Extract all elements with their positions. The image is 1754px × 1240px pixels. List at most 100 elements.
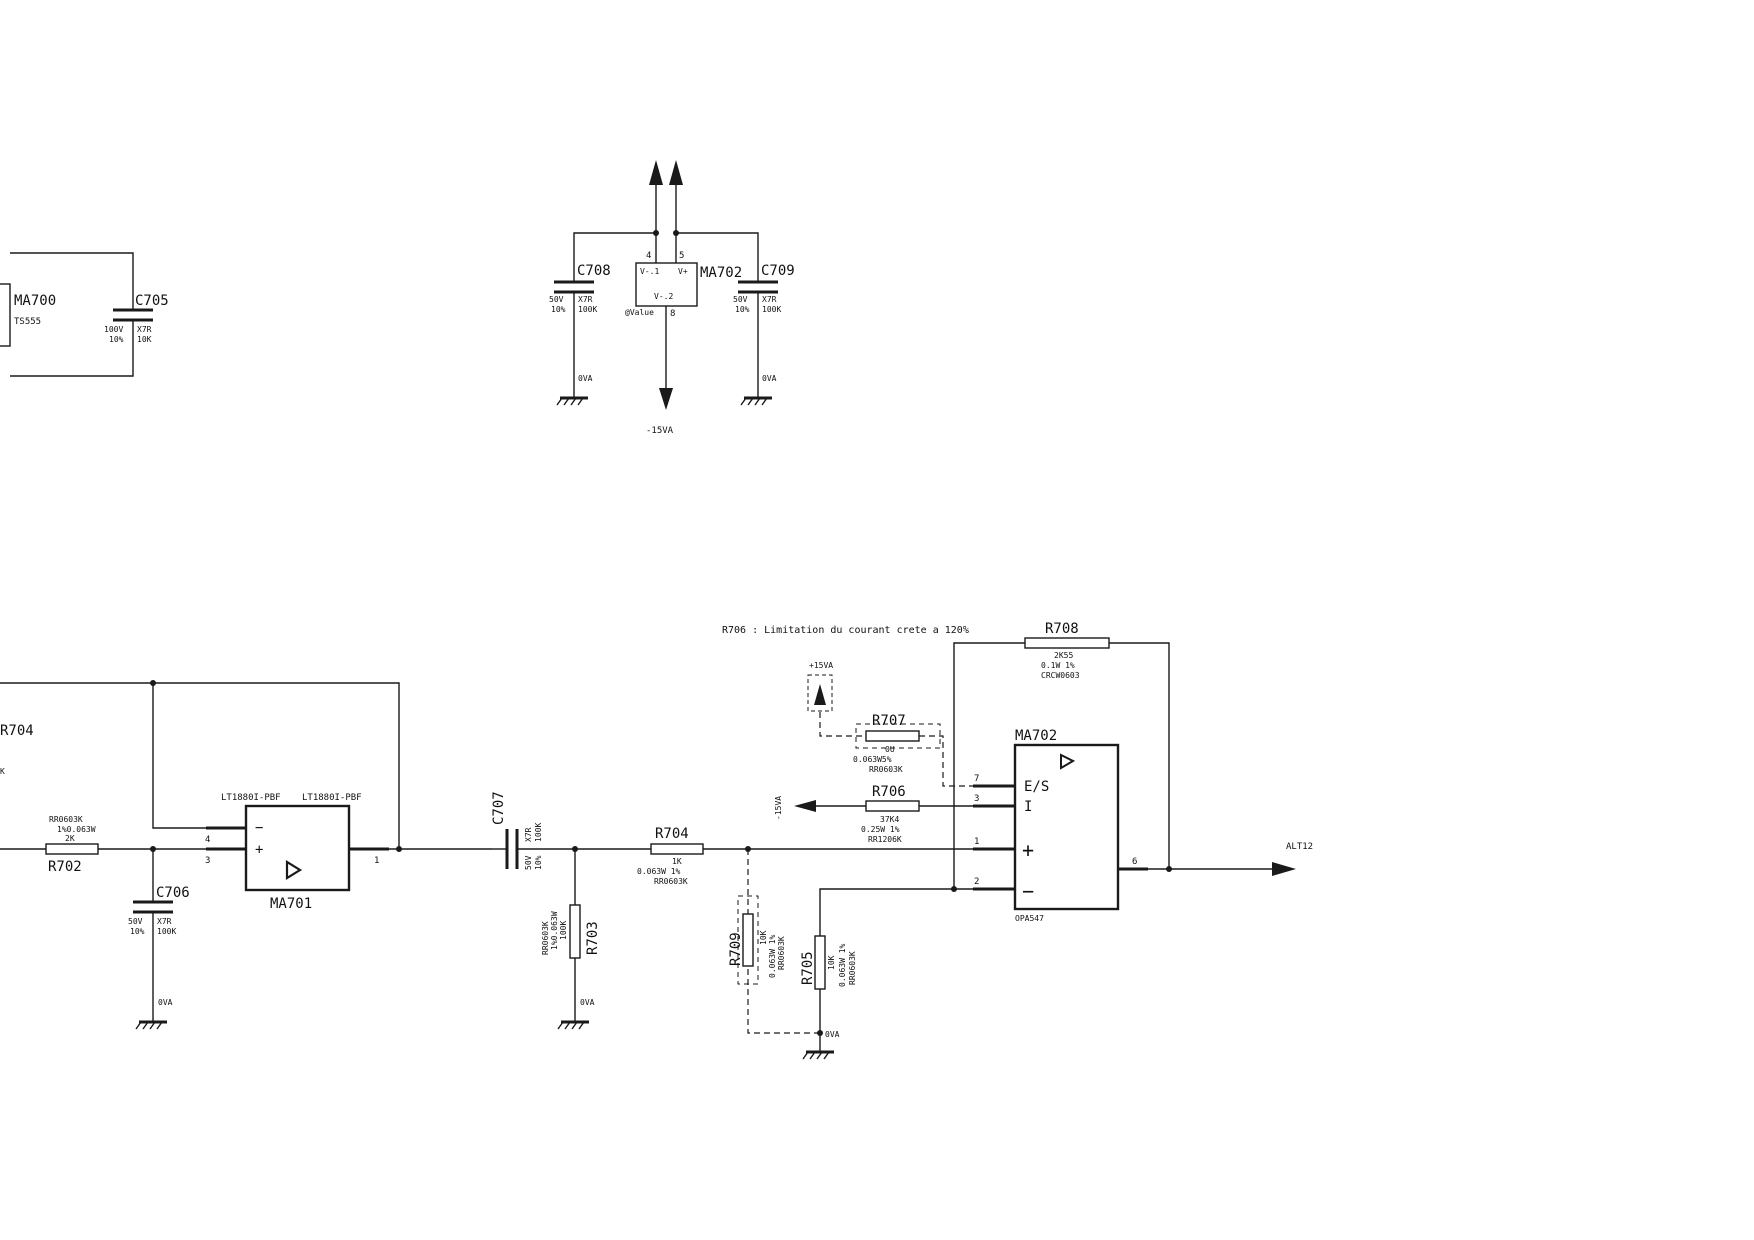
c709-dielectric: X7R bbox=[762, 295, 777, 304]
c705-voltage: 100V bbox=[104, 325, 123, 334]
r703-ref: R703 bbox=[585, 921, 601, 955]
ground-symbol-icon bbox=[557, 1020, 589, 1030]
r708-ref: R708 bbox=[1045, 621, 1079, 637]
capacitor-c707: C707 50V 10% X7R 100K bbox=[491, 791, 575, 870]
ground-symbol-icon bbox=[802, 1050, 834, 1060]
r703-spec: 1%0.063W bbox=[550, 911, 559, 950]
ma702-i-label: I bbox=[1024, 799, 1032, 815]
wire bbox=[152, 683, 246, 829]
capacitor-c708: C708 50V 10% X7R 100K 0VA bbox=[549, 263, 611, 406]
net-pos15-label: +15VA bbox=[809, 661, 833, 670]
c707-ref: C707 bbox=[491, 791, 507, 825]
resistor-r702: RR0603K 1%0.063W 2K R702 bbox=[0, 815, 246, 875]
r704-left-value: K bbox=[0, 767, 5, 776]
c705-value: 10K bbox=[137, 335, 152, 344]
r707-spec: 0.063W5% bbox=[853, 755, 892, 764]
left-arrow-icon bbox=[794, 800, 816, 812]
c709-ref: C709 bbox=[761, 263, 795, 279]
resistor-body bbox=[814, 935, 826, 990]
r702-ref: R702 bbox=[48, 859, 82, 875]
resistor-r709: R709 10K 0.063W 1% RR0603K bbox=[728, 849, 820, 1034]
opamp-triangle-icon bbox=[1060, 753, 1076, 770]
wire bbox=[0, 682, 400, 849]
wire bbox=[1109, 642, 1170, 869]
junction-dot bbox=[817, 1030, 823, 1036]
resistor-r704: R704 1K 0.063W 1% RR0603K bbox=[575, 826, 748, 886]
up-arrow-icon bbox=[649, 160, 663, 185]
c708-value: 100K bbox=[578, 305, 597, 314]
c706-dielectric: X7R bbox=[157, 917, 172, 926]
down-arrow-icon bbox=[659, 388, 673, 410]
ma702-power-ref: MA702 bbox=[700, 265, 742, 281]
gnd-label: 0VA bbox=[825, 1030, 840, 1039]
wire bbox=[819, 888, 973, 936]
c706-tolerance: 10% bbox=[130, 927, 145, 936]
c709-voltage: 50V bbox=[733, 295, 748, 304]
r705-ref: R705 bbox=[800, 951, 816, 985]
resistor-body bbox=[569, 904, 581, 959]
net-neg15-label: -15VA bbox=[646, 426, 674, 436]
ma701-part-2: LT1880I-PBF bbox=[302, 793, 362, 803]
capacitor-c706: C706 50V 10% X7R 100K 0VA bbox=[128, 849, 190, 1030]
pin-number: 5 bbox=[679, 251, 684, 261]
c708-dielectric: X7R bbox=[578, 295, 593, 304]
ma702-plus: + bbox=[1022, 838, 1034, 862]
pin-number: 8 bbox=[670, 309, 675, 319]
wire bbox=[10, 333, 134, 377]
c706-voltage: 50V bbox=[128, 917, 143, 926]
ma702-power-block: 4 5 V-.1 V+ V-.2 MA702 @Value 8 -15VA bbox=[573, 160, 759, 436]
annotation-note: R706 : Limitation du courant crete a 120… bbox=[722, 625, 969, 636]
r706-value: 37K4 bbox=[880, 815, 899, 824]
c707-tolerance: 10% bbox=[534, 855, 543, 870]
r706-package: RR1206K bbox=[868, 835, 902, 844]
ma700-value: TS555 bbox=[14, 317, 41, 327]
c709-tolerance: 10% bbox=[735, 305, 750, 314]
c705-ref: C705 bbox=[135, 293, 169, 309]
ma700-block: MA700 TS555 bbox=[0, 252, 134, 377]
ma702-body bbox=[1013, 743, 1120, 911]
ma700-body bbox=[0, 283, 11, 347]
ma702-power-body bbox=[635, 262, 698, 307]
c707-dielectric: X7R bbox=[524, 827, 533, 842]
c707-value: 100K bbox=[534, 823, 543, 842]
pin-label-vneg2: V-.2 bbox=[654, 292, 673, 301]
resistor-body bbox=[865, 730, 920, 742]
c708-tolerance: 10% bbox=[551, 305, 566, 314]
r707-ref: R707 bbox=[872, 713, 906, 729]
r708-spec: 0.1W 1% bbox=[1041, 661, 1075, 670]
pin-label-vneg1: V-.1 bbox=[640, 267, 659, 276]
resistor-body bbox=[865, 800, 920, 812]
c708-voltage: 50V bbox=[549, 295, 564, 304]
dashed-wire bbox=[919, 735, 973, 787]
c709-value: 100K bbox=[762, 305, 781, 314]
capacitor-c705: C705 100V 10% X7R 10K bbox=[104, 291, 169, 344]
dnp-outline bbox=[737, 895, 759, 985]
junction-dot bbox=[396, 846, 402, 852]
pin-number: 3 bbox=[974, 794, 979, 804]
r709-spec: 0.063W 1% bbox=[768, 934, 777, 978]
dashed-wire bbox=[747, 849, 820, 1034]
pin-number: 4 bbox=[646, 251, 651, 261]
ma702-part: OPA547 bbox=[1015, 914, 1044, 923]
r702-spec: 1%0.063W bbox=[57, 825, 96, 834]
right-arrow-icon bbox=[1272, 862, 1296, 876]
r705-spec: 0.063W 1% bbox=[838, 943, 847, 987]
dashed-wire bbox=[819, 712, 866, 737]
gnd-label: 0VA bbox=[580, 998, 595, 1007]
resistor-r703: R703 RR0603K 1%0.063W 100K 0VA bbox=[541, 849, 601, 1030]
gnd-label: 0VA bbox=[158, 998, 173, 1007]
resistor-r708: R708 2K55 0.1W 1% CRCW0603 bbox=[953, 621, 1170, 889]
pin-number: 2 bbox=[974, 877, 979, 887]
net-neg15-label: -15VA bbox=[774, 796, 783, 820]
ground-symbol-icon bbox=[135, 1020, 167, 1030]
up-arrow-icon bbox=[814, 684, 826, 705]
opamp-ma701: 4 3 1 − + LT1880I-PBF LT1880I-PBF MA701 bbox=[205, 793, 389, 912]
pin-label-vpos: V+ bbox=[678, 267, 688, 276]
r708-value: 2K55 bbox=[1054, 651, 1073, 660]
r703-value: 100K bbox=[559, 921, 568, 940]
wire bbox=[573, 232, 656, 275]
ma702-es-label: E/S bbox=[1024, 779, 1049, 795]
pin-number: 4 bbox=[205, 835, 210, 845]
r706-ref: R706 bbox=[872, 784, 906, 800]
pin-number: 7 bbox=[974, 774, 979, 784]
